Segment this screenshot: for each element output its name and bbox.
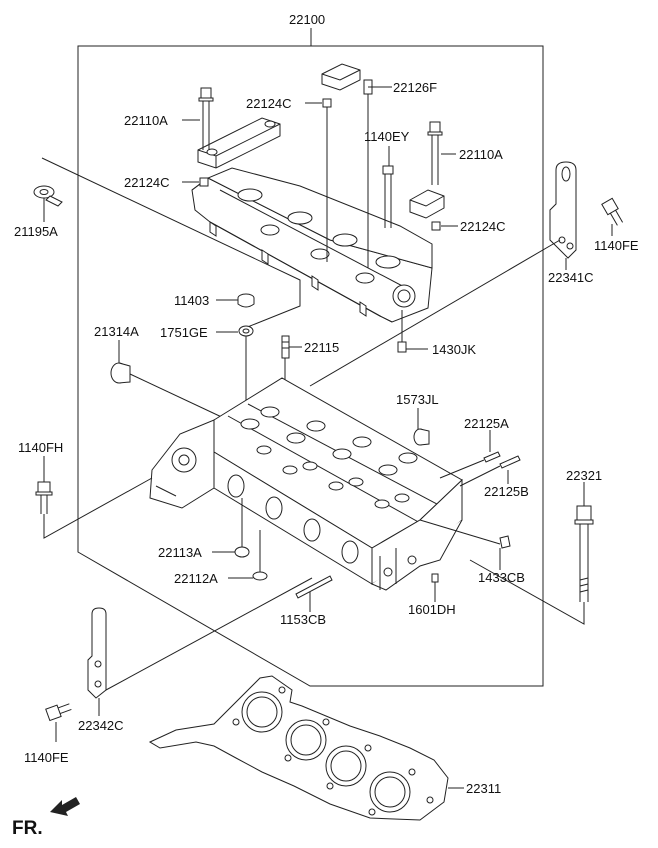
bolt-1140FE-top [601,197,624,226]
cap-11403 [237,293,255,308]
bolt-22110A-right [427,121,443,185]
dowel-22124C-b [199,177,209,187]
label-22113A: 22113A [158,545,202,560]
label-1153CB: 1153CB [280,612,326,627]
label-11403: 11403 [174,293,209,308]
label-22124C-a: 22124C [246,96,292,111]
bracket-22342C [87,607,107,699]
dowel-1433CB [499,535,511,549]
camshaft-carrier [191,167,433,323]
label-22311: 22311 [466,781,501,796]
cam-cap-right [409,189,445,219]
label-22100: 22100 [289,12,325,27]
stud-22125B [459,455,521,487]
bolt-1140FE-bottom [45,703,72,722]
cam-cap-bracket [197,117,281,169]
stud-1153CB [295,575,333,599]
bracket-22341C [549,161,577,259]
label-22125B: 22125B [484,484,529,499]
front-indicator-label: FR. [12,818,43,839]
leader-head-left [43,477,153,539]
assembly-frame [77,45,544,687]
seal-22113A [234,546,250,558]
label-22342C: 22342C [78,718,124,733]
label-22112A: 22112A [174,571,218,586]
label-1601DH: 1601DH [408,602,456,617]
cam-cap-top [321,63,361,91]
dowel-22124C-a [322,98,332,108]
label-22124C-b: 22124C [124,175,170,190]
label-21314A: 21314A [94,324,139,339]
dowel-22124C-c [431,221,441,231]
bolt-1140FH [35,481,53,514]
label-22115: 22115 [304,340,339,355]
bolt-22110A-left [198,87,214,150]
bolt-1140EY [382,165,394,228]
label-22110A-b: 22110A [459,147,503,162]
plug-21314A [110,362,131,384]
label-1140FE-b: 1140FE [24,750,69,765]
label-22321: 22321 [566,468,602,483]
front-arrow-icon [50,797,80,816]
clip-21195A [33,185,63,207]
label-21195A: 21195A [14,224,58,239]
label-22341C: 22341C [548,270,594,285]
label-1751GE: 1751GE [160,325,208,340]
dowel-1430JK [397,341,407,353]
leader-head-bolt [469,559,585,625]
label-22126F: 22126F [393,80,437,95]
plug-1573JL [413,428,430,446]
bolt-22321 [574,505,594,602]
stud-22125A [439,451,501,479]
label-1573JL: 1573JL [396,392,439,407]
label-22124C-c: 22124C [460,219,506,234]
seal-22112A [252,571,268,581]
label-1140EY: 1140EY [364,129,410,144]
leader-carrier-box [41,157,301,331]
label-1140FE-a: 1140FE [594,238,639,253]
label-22125A: 22125A [464,416,509,431]
label-1433CB: 1433CB [478,570,525,585]
label-1140FH: 1140FH [18,440,63,455]
dowel-1601DH [431,573,439,583]
cylinder-head [149,377,463,591]
label-22110A-a: 22110A [124,113,168,128]
label-1430JK: 1430JK [432,342,476,357]
leader-lines [43,86,613,789]
head-gasket-22311 [148,675,449,821]
